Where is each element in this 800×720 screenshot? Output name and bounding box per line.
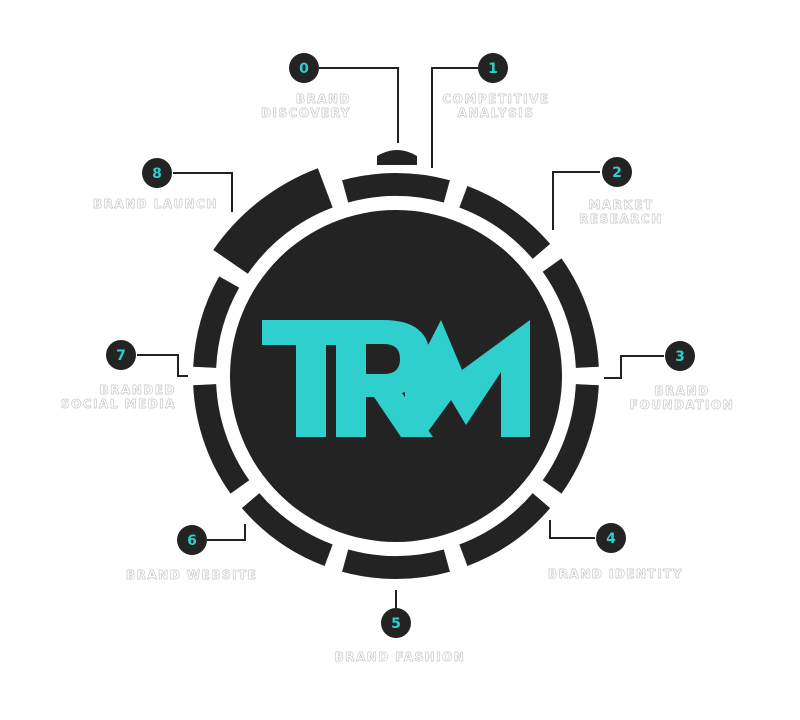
step-badges: 0 1 2 3 4 5 6 7 8 [106,53,695,638]
ring-segment-8 [193,276,240,368]
step-connectors [137,67,664,608]
step-number: 4 [606,531,616,547]
step-label-brand-identity: BRAND IDENTITY [548,567,684,581]
step-label-brand-fashion: BRAND FASHION [334,650,466,664]
step-badge-circle [596,523,626,553]
step-badge-2: 2 [602,157,632,187]
ring-segment-2 [542,258,599,368]
stopwatch-crown [377,150,417,165]
step-badge-circle [142,158,172,188]
step-badge-circle [106,340,136,370]
connector-3 [604,355,664,379]
step-number: 6 [187,533,197,549]
step-badge-4: 4 [596,523,626,553]
step-number: 0 [299,61,309,77]
ring-segment-5 [342,549,450,579]
step-badge-0: 0 [289,53,319,83]
step-badge-circle [602,157,632,187]
connector-1 [431,67,478,168]
step-label-brand-website: BRAND WEBSITE [126,568,258,582]
ring-segment-0 [342,173,450,203]
connector-6 [207,524,246,541]
step-label-brand-launch: BRAND LAUNCH [92,197,218,211]
ring-segment-1 [459,185,551,259]
step-badge-circle [478,53,508,83]
step-number: 3 [675,349,685,365]
connector-0 [319,67,399,143]
trm-logo [262,320,530,437]
logo-letter-m [405,320,530,437]
step-badge-5: 5 [381,608,411,638]
connector-8 [173,172,233,212]
step-number: 1 [488,61,498,77]
ring-segment-4 [459,493,551,567]
connector-2 [552,171,600,230]
step-badge-circle [665,341,695,371]
step-badge-7: 7 [106,340,136,370]
ring-segment-7 [193,384,250,494]
connector-7 [137,354,188,377]
ring-segment-launch [213,168,333,274]
step-badge-8: 8 [142,158,172,188]
step-badge-circle [289,53,319,83]
ring-segment-6 [241,493,333,567]
step-badge-3: 3 [665,341,695,371]
logo-letter-t [262,320,362,437]
step-badge-1: 1 [478,53,508,83]
step-number: 8 [152,166,162,182]
step-number: 7 [116,348,126,364]
ring-segment-3 [542,384,599,494]
connector-4 [549,520,595,539]
step-badge-6: 6 [177,525,207,555]
step-badge-circle [381,608,411,638]
step-number: 5 [391,616,401,632]
step-number: 2 [612,165,622,181]
ring-segments [193,168,599,579]
step-badge-circle [177,525,207,555]
